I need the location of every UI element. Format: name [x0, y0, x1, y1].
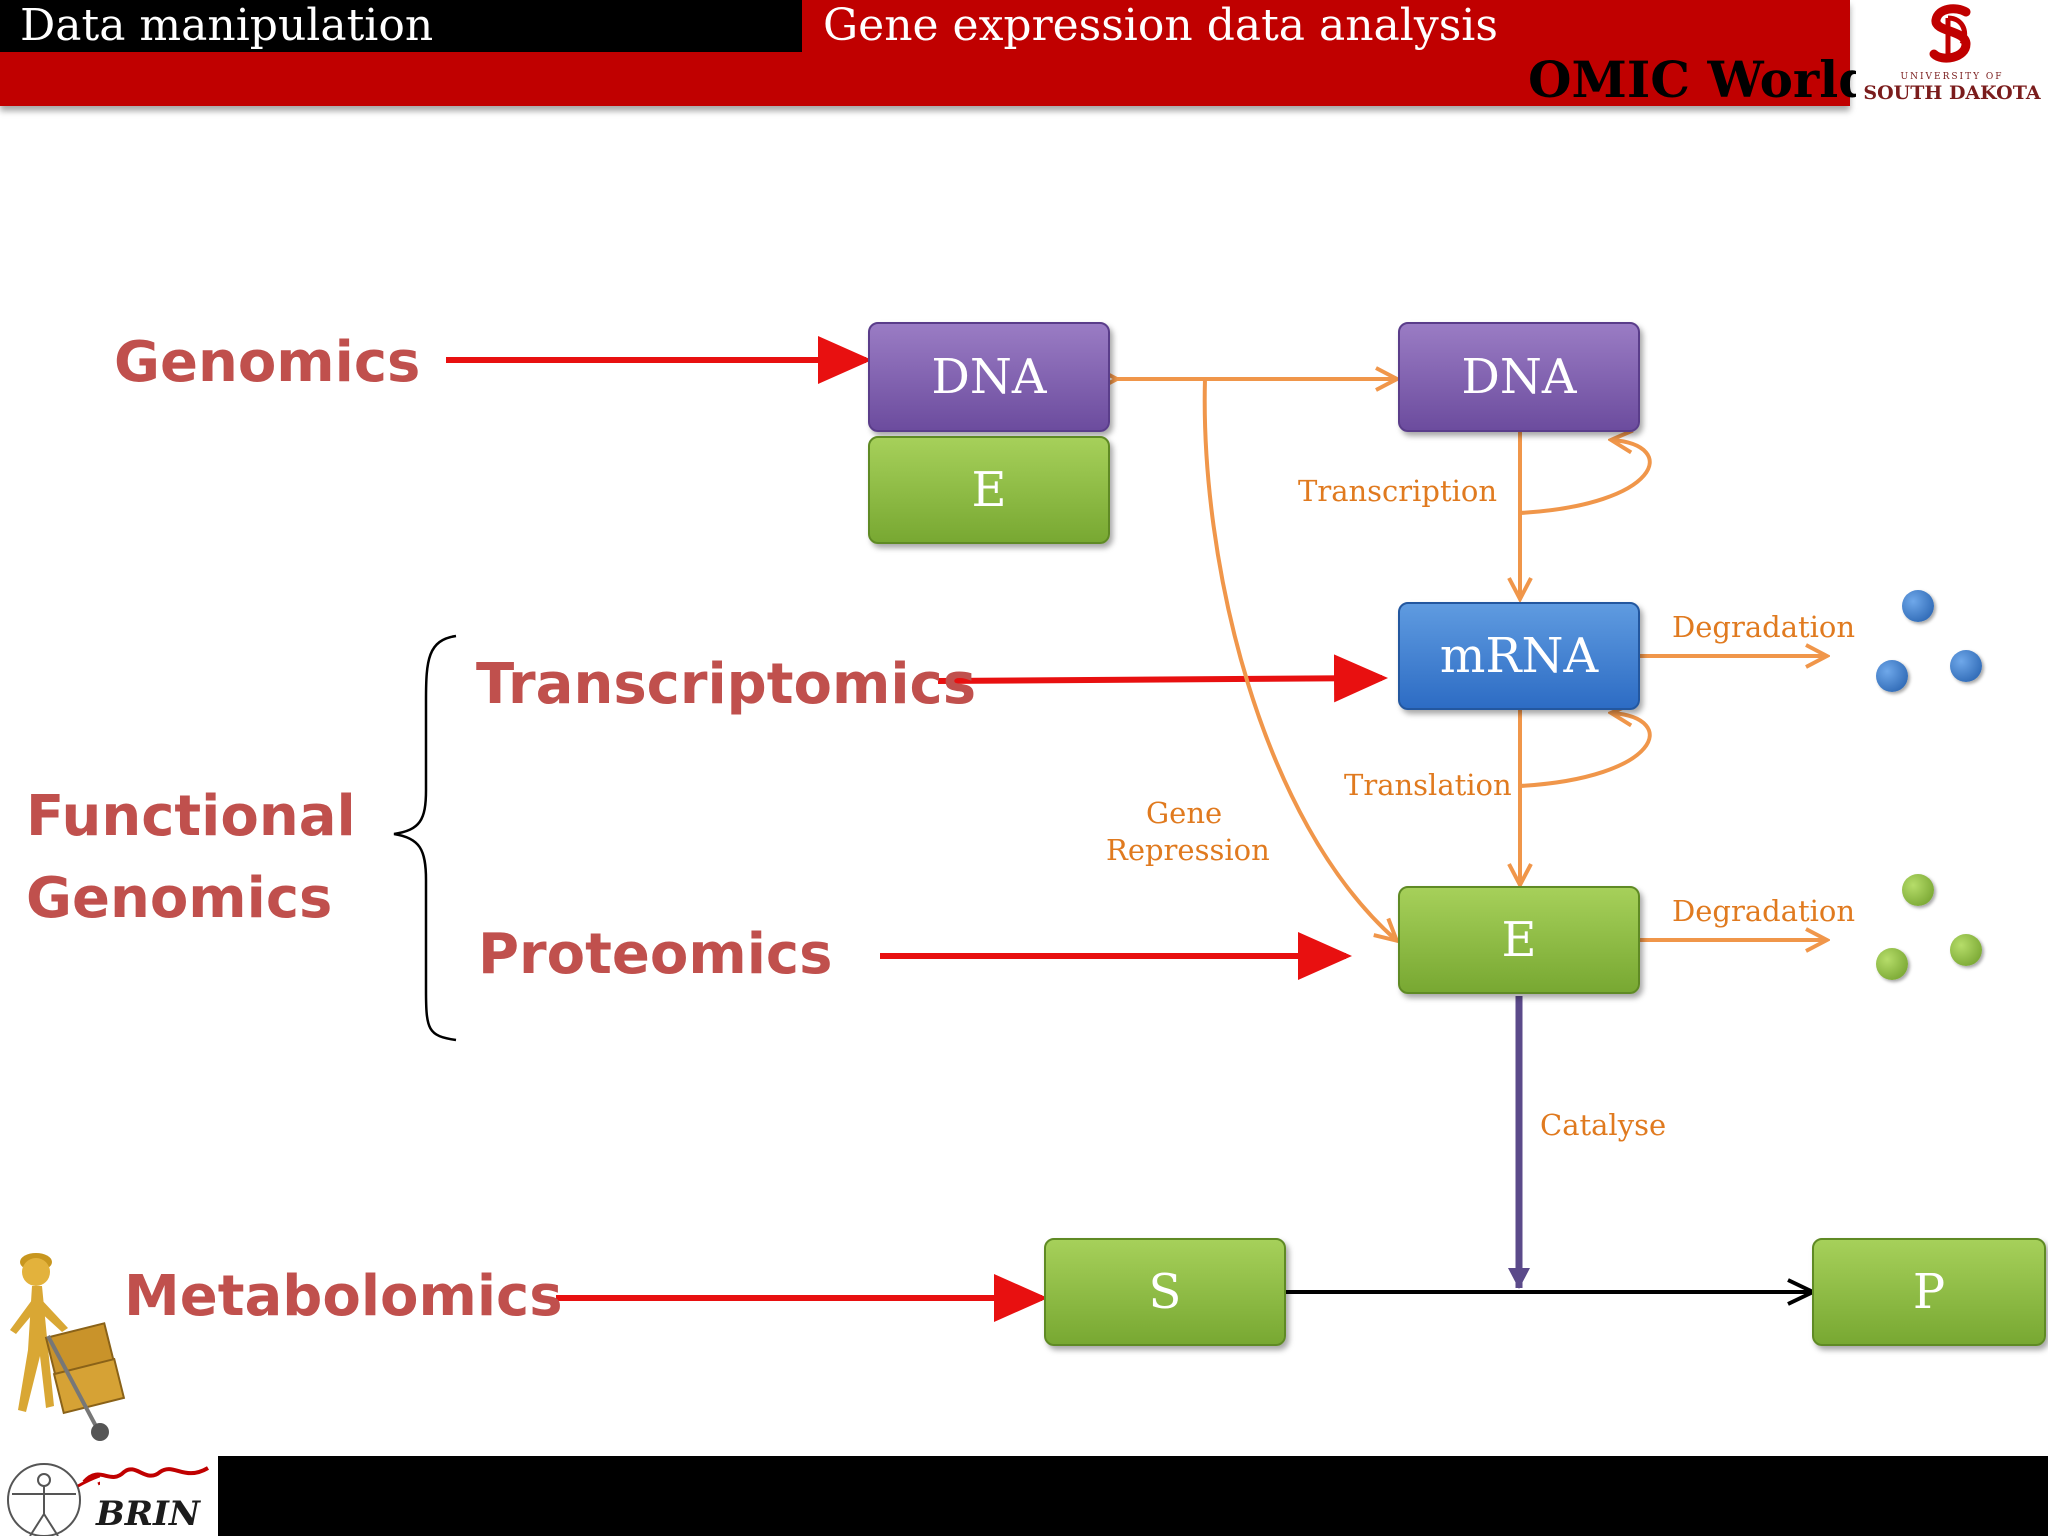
south-dakota-script-icon: [82, 1466, 210, 1484]
substrate-box: S: [1044, 1238, 1286, 1346]
product-box: P: [1812, 1238, 2046, 1346]
university-small-text: UNIVERSITY OF: [1900, 72, 2004, 82]
protein-fragment-dot: [1950, 934, 1982, 966]
catalyse-label: Catalyse: [1540, 1108, 1667, 1142]
university-logo: UNIVERSITY OF SOUTH DAKOTA: [1856, 0, 2048, 108]
enzyme-box-left: E: [868, 436, 1110, 544]
slide-section-title: Data manipulation: [20, 0, 434, 51]
gene-repression-label-line2: Repression: [1106, 833, 1270, 867]
transcriptomics-arrow: [937, 654, 1388, 703]
translation-label: Translation: [1344, 768, 1512, 802]
usd-logo-icon: [1929, 4, 1971, 63]
enzyme-box-right: E: [1398, 886, 1640, 994]
functional-genomics-label-line2: Genomics: [26, 866, 333, 931]
mrna-box: mRNA: [1398, 602, 1640, 710]
translation-loop-arrow: [1519, 713, 1652, 788]
mrna-degradation-label: Degradation: [1672, 610, 1856, 644]
footer-bar: [0, 1456, 2048, 1536]
transcriptomics-label: Transcriptomics: [476, 652, 977, 717]
protein-degradation-label: Degradation: [1672, 894, 1856, 928]
functional-genomics-label-line1: Functional: [26, 784, 356, 849]
worker-figure-icon: [10, 1253, 126, 1441]
functional-genomics-brace: [393, 634, 457, 1042]
brin-text: BRIN: [96, 1494, 200, 1534]
slide-topic-title: Gene expression data analysis: [823, 0, 1498, 51]
metabolomics-label: Metabolomics: [124, 1264, 563, 1329]
transcription-label: Transcription: [1298, 474, 1498, 508]
header-left-panel: [0, 0, 802, 52]
mrna-fragment-dot: [1876, 660, 1908, 692]
protein-fragment-dot: [1902, 874, 1934, 906]
brin-logo: [0, 1456, 218, 1536]
dna-box-right: DNA: [1398, 322, 1640, 432]
gene-repression-arrow: [1202, 378, 1396, 940]
dna-box-left: DNA: [868, 322, 1110, 432]
protein-fragment-dot: [1876, 948, 1908, 980]
university-name-text: SOUTH DAKOTA: [1863, 82, 2041, 104]
gene-repression-label-line1: Gene: [1146, 796, 1223, 830]
genomics-label: Genomics: [114, 330, 421, 395]
omic-world-title: OMIC World: [1528, 50, 1874, 109]
proteomics-label: Proteomics: [478, 922, 833, 987]
transcription-loop-arrow: [1519, 440, 1652, 515]
mrna-fragment-dot: [1950, 650, 1982, 682]
mrna-fragment-dot: [1902, 590, 1934, 622]
